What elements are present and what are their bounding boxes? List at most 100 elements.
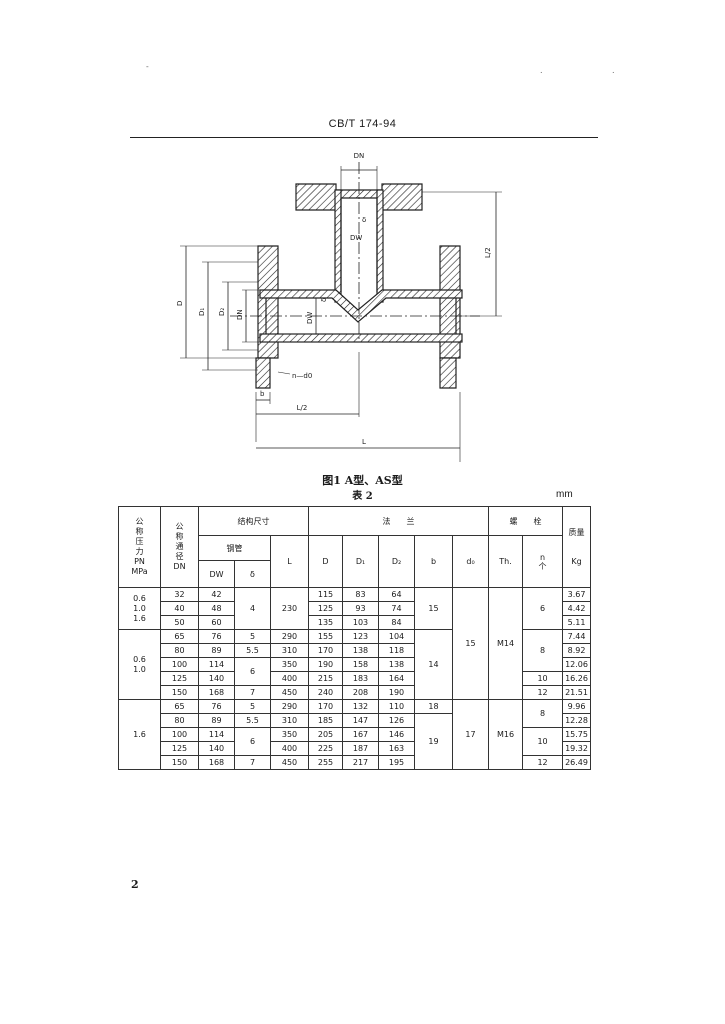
table-row: 1.6 65 76 5 290 170 132 110 18 17 M16 8 …	[118, 699, 592, 770]
cell-l: 450	[270, 755, 309, 770]
cell-d2: 118	[378, 643, 415, 658]
dim-label-l-half: L/2	[297, 404, 308, 412]
cell-mass: 16.26	[562, 671, 592, 686]
header-dn-char: 径	[175, 552, 184, 561]
cell-mass: 7.44	[562, 629, 592, 644]
table-row: 80 89 5.5 310 170 138 118 8.92	[119, 643, 592, 658]
dim-label-delta-branch: δ	[362, 216, 366, 224]
cell-b: 14	[414, 629, 453, 700]
header-n-unit: 个	[538, 561, 547, 571]
cell-dn: 100	[160, 727, 199, 742]
cell-dn: 32	[160, 587, 199, 602]
header-l: L	[270, 535, 309, 588]
table-row: 125 140 400 225 187 163 19.32	[119, 741, 592, 756]
cell-th: M16	[488, 699, 524, 770]
header-dn-char: 称	[175, 532, 184, 541]
cell-d2: 126	[378, 713, 415, 728]
cell-dw: 60	[198, 615, 235, 630]
header-d1: D₁	[342, 535, 379, 588]
table-row: 0.6 1.0 1.6 32 42 4 230 115 83 64 15 15 …	[118, 587, 592, 700]
scan-speck: .	[612, 66, 615, 75]
cell-d2: 164	[378, 671, 415, 686]
cell-dw: 89	[198, 643, 235, 658]
cell-d1: 138	[342, 643, 379, 658]
standard-number: CB/T 174-94	[328, 118, 397, 130]
cell-d1: 132	[342, 699, 379, 714]
cell-d1: 208	[342, 685, 379, 700]
cell-d1: 103	[342, 615, 379, 630]
cell-n: 6	[522, 587, 564, 630]
header-dw: DW	[198, 560, 235, 588]
header-th: Th.	[488, 535, 524, 588]
table-row: 150 168 7 450 240 208 190 12 21.51	[119, 685, 592, 700]
header-mass-label: 质量	[568, 528, 585, 537]
table-row: 100 114 6 350 190 158 138 12.06	[119, 657, 592, 686]
table-row: 125 140 400 215 183 164 10 16.26	[119, 671, 592, 686]
cell-dw: 168	[198, 755, 235, 770]
header-bolt: 螺 栓	[488, 506, 564, 536]
cell-mass: 12.06	[562, 657, 592, 672]
cell-l: 400	[270, 741, 309, 756]
cell-dn: 150	[160, 755, 199, 770]
cell-d2: 190	[378, 685, 415, 700]
cell-l: 450	[270, 685, 309, 700]
cell-d: 125	[308, 601, 343, 616]
cell-d0: 17	[451, 699, 490, 770]
cell-d2: 138	[378, 657, 415, 672]
header-flange: 法 兰	[307, 506, 490, 536]
cell-n: 8	[522, 699, 564, 728]
dim-label-d1: D₁	[198, 308, 206, 316]
cell-mass: 9.96	[562, 699, 592, 714]
cell-l: 290	[270, 629, 309, 644]
cell-delta: 5.5	[234, 643, 271, 658]
cell-d: 240	[308, 685, 343, 700]
cell-dn: 125	[160, 741, 199, 756]
cell-d: 255	[308, 755, 343, 770]
cell-dn: 100	[160, 657, 199, 672]
dim-label-bolt-holes: n—d0	[292, 372, 312, 380]
header-pn-char: 压	[135, 537, 144, 546]
cell-mass: 26.49	[562, 755, 592, 770]
header-b: b	[414, 535, 453, 588]
cell-d2: 64	[378, 587, 415, 602]
dim-label-dw-main: DW	[306, 312, 314, 324]
header-pn-char: PN	[134, 557, 145, 566]
cell-l: 310	[270, 713, 309, 728]
cell-delta: 5	[234, 629, 271, 644]
cell-b: 15	[414, 587, 453, 630]
cell-d: 225	[308, 741, 343, 756]
table-row: 40 48 125 93 74 4.42	[119, 601, 592, 616]
header-dn-char: DN	[173, 562, 186, 571]
cell-d1: 217	[342, 755, 379, 770]
dim-label-dn-main: DN	[236, 309, 244, 320]
cell-d: 115	[308, 587, 343, 602]
cell-dw: 42	[198, 587, 235, 602]
cell-l: 400	[270, 671, 309, 686]
cell-d: 170	[308, 699, 343, 714]
cell-b: 19	[414, 713, 453, 770]
cell-th: M14	[488, 587, 524, 700]
cell-dn: 65	[160, 629, 199, 644]
pn-group-1: 0.6 1.0 1.6	[118, 587, 161, 630]
cell-mass: 19.32	[562, 741, 592, 756]
dim-label-delta-main: δ	[320, 298, 328, 302]
cell-d: 215	[308, 671, 343, 686]
cell-d2: 146	[378, 727, 415, 742]
cell-dn: 50	[160, 615, 199, 630]
cell-dw: 89	[198, 713, 235, 728]
cell-d2: 104	[378, 629, 415, 644]
scan-speck: -	[146, 62, 149, 71]
dim-label-d: D	[176, 301, 184, 306]
cell-dn: 125	[160, 671, 199, 686]
cell-mass: 15.75	[562, 727, 592, 742]
cell-b: 18	[414, 699, 453, 714]
cell-dw: 168	[198, 685, 235, 700]
cell-n: 12	[522, 685, 564, 700]
header-mass: 质量 Kg	[562, 506, 592, 588]
dim-label-l-half-vert: L/2	[484, 247, 492, 258]
header-pn: 公 称 压 力 PN MPa	[118, 506, 161, 588]
cell-delta: 5	[234, 699, 271, 714]
cell-mass: 3.67	[562, 587, 592, 602]
cell-mass: 8.92	[562, 643, 592, 658]
header-mass-unit: Kg	[571, 557, 582, 566]
